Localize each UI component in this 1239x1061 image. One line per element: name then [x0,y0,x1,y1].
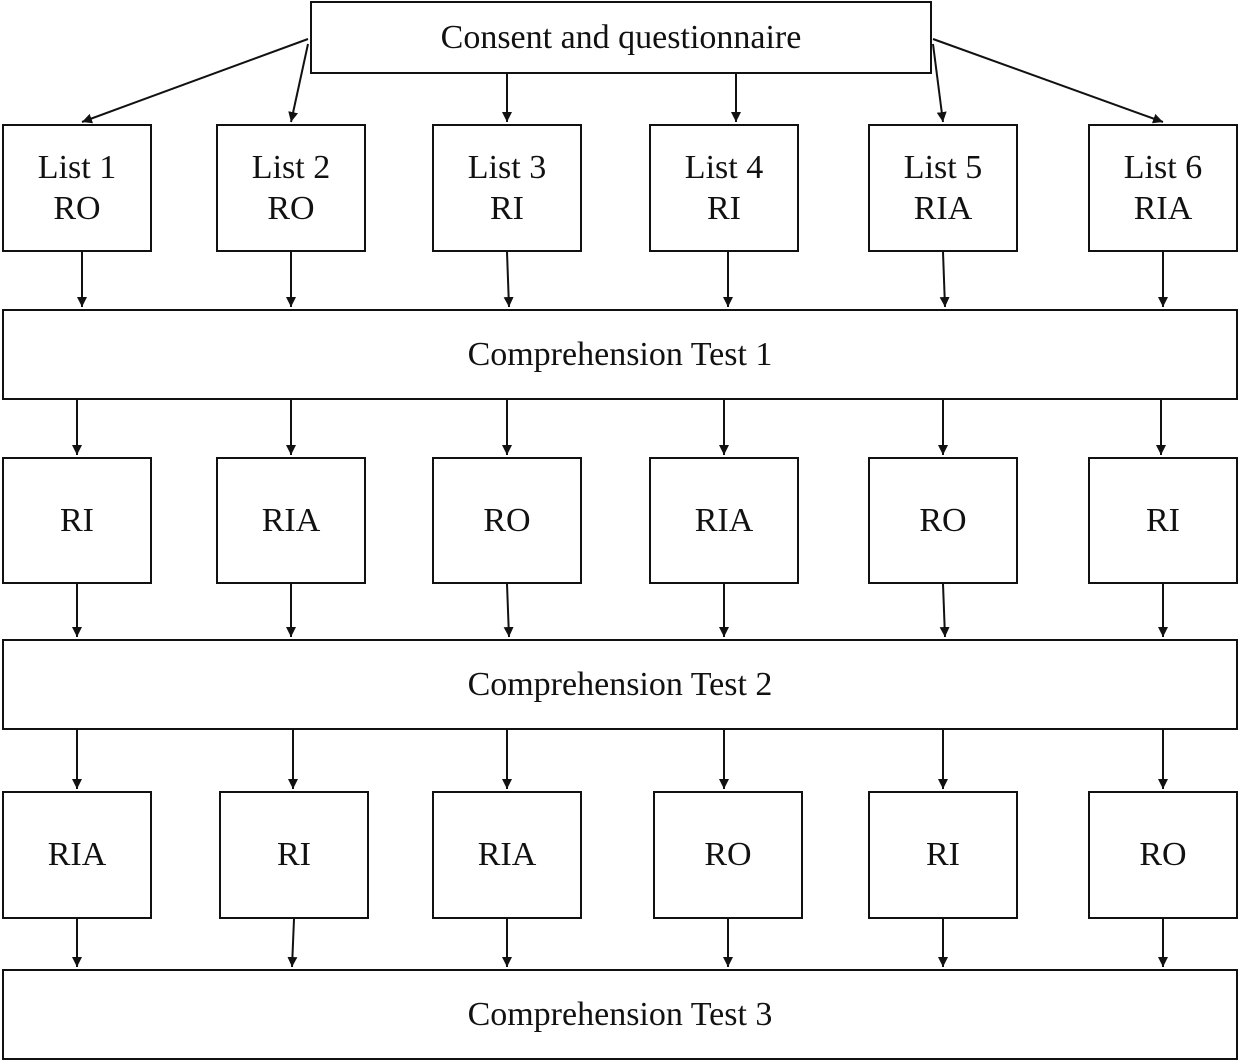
round-2-box-2: RIA [216,457,366,584]
comprehension-test-2-box: Comprehension Test 2 [2,639,1238,730]
round-3-condition-5: RI [926,836,960,874]
list-4-box: List 4 RI [649,124,799,252]
list-6-first-condition: RIA [1133,190,1193,227]
comprehension-test-1-box: Comprehension Test 1 [2,309,1238,400]
list-5-name: List 5 [903,148,983,186]
round-2-condition-1: RI [60,501,94,539]
consent-questionnaire-label: Consent and questionnaire [440,18,802,56]
comprehension-test-1-label: Comprehension Test 1 [467,335,773,373]
round-2-condition-4: RIA [694,501,754,539]
round-3-box-5: RI [868,791,1018,919]
list-1-first-condition: RO [53,190,101,227]
arrow-list-5-to-test-1 [939,251,950,308]
list-4-first-condition: RI [707,190,741,227]
round-3-condition-2: RI [277,836,311,874]
arrow-top-to-list-6 [932,38,1164,124]
list-3-first-condition: RI [490,190,524,227]
round-3-box-2: RI [219,791,369,919]
arrow-top-to-list-1 [81,38,309,124]
comprehension-test-2-label: Comprehension Test 2 [467,665,773,703]
list-5-box: List 5 RIA [868,124,1018,252]
round-3-box-1: RIA [2,791,152,919]
list-2-first-condition: RO [267,190,315,227]
round-2-condition-2: RIA [261,501,321,539]
round-3-condition-6: RO [1139,836,1187,874]
round-2-box-4: RIA [649,457,799,584]
round-2-box-3: RO [432,457,582,584]
round-3-condition-1: RIA [47,836,107,874]
round-3-box-6: RO [1088,791,1238,919]
arrow-top-to-list-2 [288,43,309,123]
list-1-name: List 1 [37,148,117,186]
round-2-condition-5: RO [919,501,967,539]
round-3-condition-4: RO [704,836,752,874]
arrow-r2-5-to-test-2 [939,583,950,638]
list-2-box: List 2 RO [216,124,366,252]
list-5-first-condition: RIA [913,190,973,227]
round-3-box-4: RO [653,791,803,919]
comprehension-test-3-label: Comprehension Test 3 [467,995,773,1033]
list-6-box: List 6 RIA [1088,124,1238,252]
round-2-condition-3: RO [483,501,531,539]
list-4-name: List 4 [684,148,764,186]
comprehension-test-3-box: Comprehension Test 3 [2,969,1238,1060]
list-6-name: List 6 [1123,148,1203,186]
list-1-box: List 1 RO [2,124,152,252]
round-2-condition-6: RI [1146,501,1180,539]
list-3-box: List 3 RI [432,124,582,252]
consent-questionnaire-box: Consent and questionnaire [310,1,932,74]
arrow-r2-3-to-test-2 [503,583,514,638]
round-3-condition-3: RIA [477,836,537,874]
round-2-box-1: RI [2,457,152,584]
round-2-box-5: RO [868,457,1018,584]
list-2-name: List 2 [251,148,331,186]
round-2-box-6: RI [1088,457,1238,584]
arrow-top-to-list-5 [932,43,947,123]
round-3-box-3: RIA [432,791,582,919]
list-3-name: List 3 [467,148,547,186]
arrow-r3-2-to-test-3 [287,918,298,968]
arrow-list-3-to-test-1 [503,251,514,308]
